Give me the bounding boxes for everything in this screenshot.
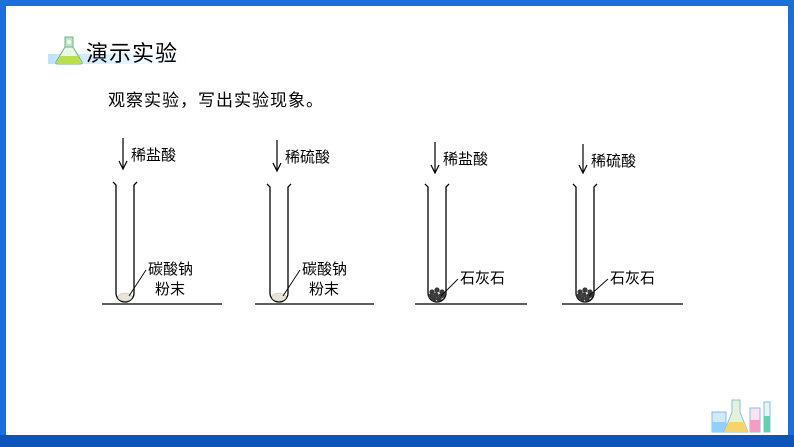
test-tube xyxy=(112,181,138,303)
limestone-lump xyxy=(582,287,588,293)
test-tube xyxy=(266,183,292,303)
limestone-lump xyxy=(433,292,439,298)
arrow-head xyxy=(430,164,440,175)
limestone-lump xyxy=(436,296,442,302)
solid-label: 碳酸钠 xyxy=(148,260,193,278)
limestone-lump xyxy=(584,296,590,302)
lab-glassware-icon xyxy=(711,399,771,433)
powder-sample xyxy=(117,292,133,302)
solid-label: 石灰石 xyxy=(610,269,655,287)
solid-label-line2: 粉末 xyxy=(155,280,185,298)
title-underline-decor xyxy=(48,54,188,64)
limestone-lump xyxy=(434,287,440,293)
acid-label: 稀盐酸 xyxy=(443,150,488,168)
frame-top-bar xyxy=(0,0,794,6)
label-pointer xyxy=(282,269,301,297)
label-pointer xyxy=(128,269,147,297)
arrow-head xyxy=(578,164,588,175)
test-tube xyxy=(424,183,450,303)
solid-label: 碳酸钠 xyxy=(302,260,347,278)
solid-label: 石灰石 xyxy=(460,269,505,287)
acid-label: 稀硫酸 xyxy=(591,152,636,170)
arrow-head xyxy=(272,162,282,173)
powder-sample xyxy=(271,292,287,302)
label-pointer xyxy=(588,278,609,297)
arrow-head xyxy=(118,160,128,171)
acid-label: 稀盐酸 xyxy=(131,146,176,164)
frame-bottom-bar xyxy=(0,435,794,447)
instruction-text: 观察实验，写出实验现象。 xyxy=(108,91,324,111)
solid-label-line2: 粉末 xyxy=(309,280,339,298)
limestone-lump xyxy=(581,292,587,298)
section-title: 演示实验 xyxy=(86,42,179,67)
limestone-lump xyxy=(579,296,585,302)
limestone-lump xyxy=(429,289,435,295)
test-tube xyxy=(572,183,598,303)
section-header: 演示实验 xyxy=(48,36,188,68)
limestone-lump xyxy=(588,292,594,298)
limestone-lump xyxy=(431,296,437,302)
flask-icon xyxy=(55,36,83,65)
limestone-lump xyxy=(577,289,583,295)
limestone-lump xyxy=(440,292,446,298)
label-pointer xyxy=(440,278,459,297)
acid-label: 稀硫酸 xyxy=(285,148,330,166)
